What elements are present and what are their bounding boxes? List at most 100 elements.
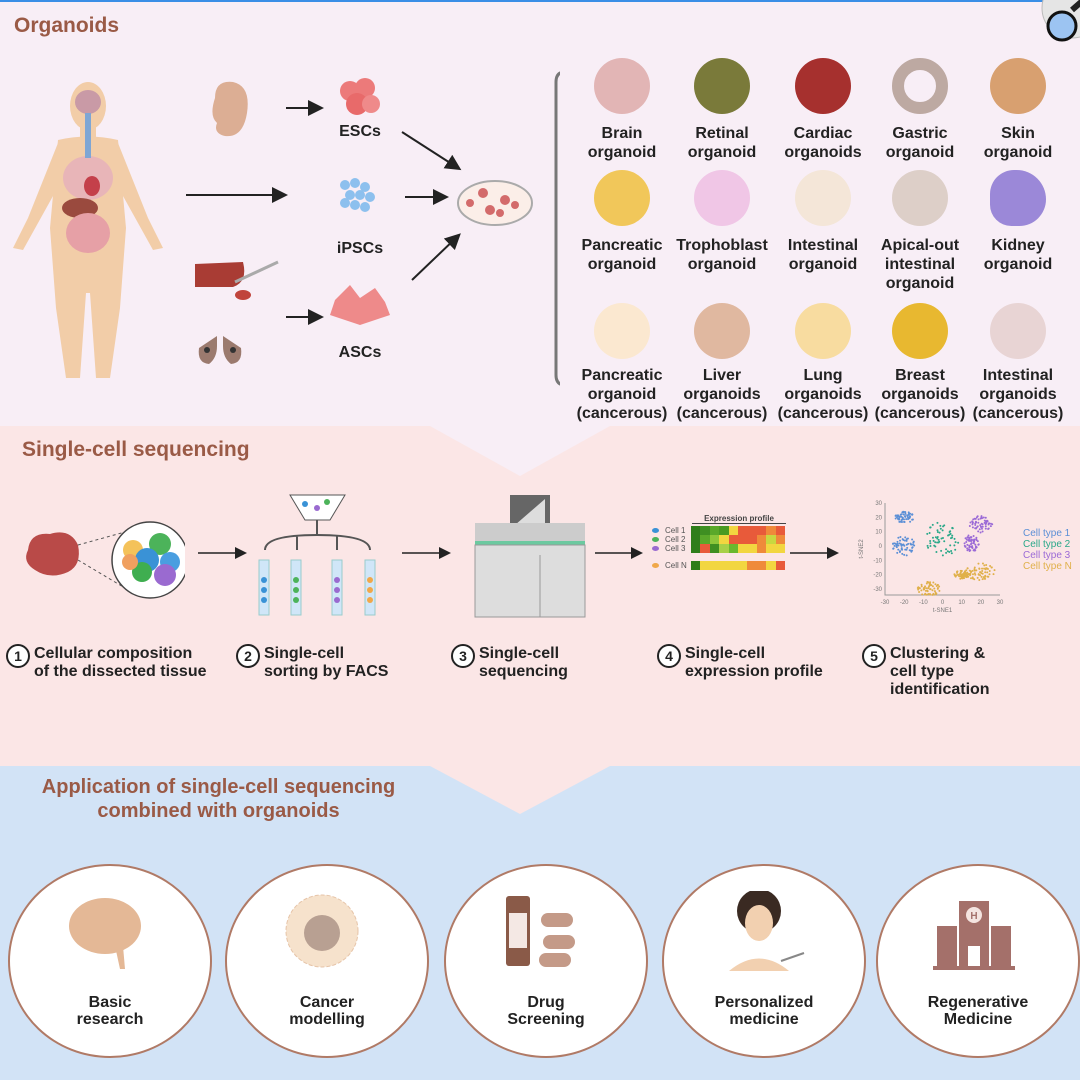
tsne-point [931,589,934,592]
step-label-line: sorting by FACS [264,663,389,680]
heatmap-cell [747,544,757,553]
tsne-point [965,541,968,544]
step-label-line: Single-cell [685,645,766,662]
heatmap-cell [737,526,748,535]
heatmap-cell [728,535,738,544]
organoid-label-line: organoid [687,144,757,161]
heatmap-cell [775,544,785,553]
heatmap-cell [719,526,729,535]
tsne-point [968,524,971,527]
tsne-point [989,565,992,568]
tsne-point [972,518,975,521]
tsne-point [894,542,897,545]
tsne-xtick: -10 [919,600,928,606]
tsne-point [926,544,929,547]
organoid-label-line: Breast [895,367,945,384]
sequencer-icon [474,495,586,618]
heatmap-cell [700,526,710,535]
tsne-point [971,573,974,576]
tsne-point [982,516,985,519]
tsne-point [963,542,966,545]
tsne-point [951,527,954,530]
tsne-point [911,518,914,521]
heatmap-cell [766,526,776,535]
tsne-point [970,536,973,539]
heatmap-row: Cell N [652,561,785,570]
tsne-point [904,512,907,515]
tsne-point [970,542,973,545]
tsne-point [976,515,979,518]
tsne-point [986,571,989,574]
tsne-point [941,537,944,540]
tsne-point [985,567,988,570]
section-divider-arrow-2 [430,766,610,814]
organoid-label-line: Retinal [695,125,749,142]
tsne-point [972,534,975,537]
tsne-point [977,530,980,533]
tsne-point [910,543,913,546]
tsne-point [975,536,978,539]
tsne-xtick: 20 [977,600,984,606]
tsne-point [924,585,927,588]
tsne-point [980,525,983,528]
tsne-point [976,525,979,528]
tsne-point [899,550,902,553]
step-label-line: cell type [890,663,955,680]
step-label-line: of the dissected tissue [34,663,207,680]
tsne-point [945,548,948,551]
magnifier-icon[interactable] [1030,0,1080,50]
tsne-point [901,548,904,551]
organoid-label-line: intestinal [884,256,956,273]
tsne-point [929,581,932,584]
tsne-point [892,547,895,550]
tsne-point [979,524,982,527]
tsne-point [981,570,984,573]
step-label-line: Single-cell [264,645,345,662]
tsne-point [937,538,940,541]
tsne-axes [884,503,1000,596]
tsne-point [979,531,982,534]
tsne-point [984,527,987,530]
tsne-point [901,516,904,519]
tsne-point [970,570,973,573]
step-label-line: Clustering & [890,645,986,662]
tsne-point [912,541,915,544]
tsne-point [993,569,996,572]
tsne-point [983,577,986,580]
tsne-point [977,562,980,565]
tsne-point [964,545,967,548]
tsne-point [971,546,974,549]
tsne-point [936,587,939,590]
tsne-point [978,567,981,570]
ipsc-cluster-icon [340,178,375,212]
sequencing-flow-arrows [198,547,839,559]
tsne-point [936,541,939,544]
tsne-point [988,573,991,576]
tsne-point [905,539,908,542]
tsne-point [991,523,994,526]
applications-title: Application of single-cell sequencing co… [16,775,421,823]
tsne-point [969,521,972,524]
tsne-point [927,593,930,596]
tsne-point [954,548,957,551]
heatmap-cell [756,561,767,570]
tsne-point [918,591,921,594]
organoid-label-line: Kidney [991,237,1045,254]
tsne-point [976,540,979,543]
tsne-point [894,517,897,520]
tsne-point [925,593,928,596]
tsne-point [965,538,968,541]
tsne-point [929,539,932,542]
tsne-point [903,520,906,523]
application-label-line: Drug [527,994,565,1011]
tsne-point [966,547,969,550]
application-label-line: Regenerative [927,994,1029,1011]
tsne-xtick: 10 [958,600,965,606]
tsne-point [936,529,939,532]
